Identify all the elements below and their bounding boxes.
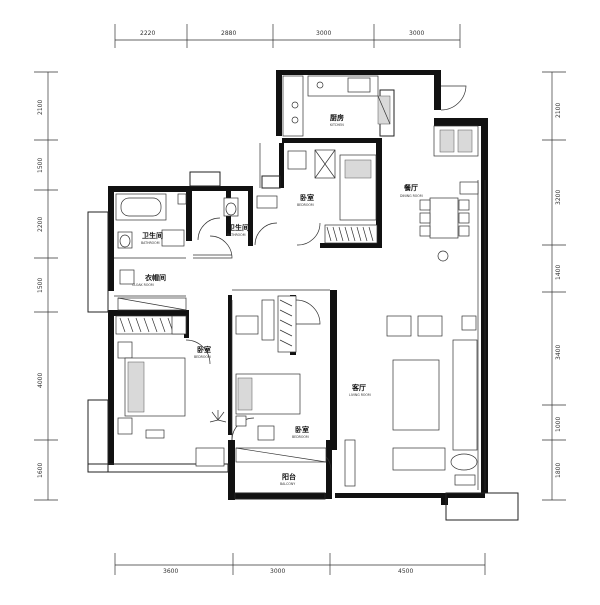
thin-walls-and-windows	[87, 89, 519, 521]
right-dim-2: 3200	[555, 190, 562, 205]
second-bath-label: 卫生间	[228, 223, 249, 232]
north-bedroom-label: 卧室	[300, 193, 314, 202]
top-dim-1: 2220	[140, 30, 155, 37]
living-room-fixtures	[195, 315, 478, 487]
bottom-dim-2: 3000	[270, 568, 285, 575]
second-bath-sublabel: BATHROOM	[227, 233, 246, 237]
living-sublabel: LIVING ROOM	[349, 393, 371, 397]
top-dim-2: 2880	[221, 30, 236, 37]
right-dim-5: 1000	[555, 417, 562, 432]
walkin-label: 衣帽间	[145, 273, 166, 282]
left-dim-2: 1500	[37, 158, 44, 173]
kitchen-fixtures	[282, 75, 391, 137]
room-labels: 厨房 KITCHEN 餐厅 DINING ROOM 卧室 BEDROOM 卫生间…	[132, 113, 423, 486]
balcony-sublabel: BALCONY	[280, 482, 295, 486]
top-dim-4: 3000	[409, 30, 424, 37]
main-bath-sublabel: BATHROOM	[141, 241, 160, 245]
main-bath-label: 卫生间	[142, 231, 163, 240]
master-bedroom-sublabel: BEDROOM	[194, 355, 211, 359]
living-label: 客厅	[351, 383, 366, 392]
north-bedroom-fixtures	[287, 149, 378, 244]
master-bedroom-fixtures	[115, 315, 227, 439]
second-bedroom-fixtures	[235, 295, 327, 463]
right-dim-6: 1800	[555, 463, 562, 478]
left-dim-3: 2200	[37, 217, 44, 232]
left-dim-5: 4000	[37, 373, 44, 388]
left-dim-1: 2100	[37, 100, 44, 115]
kitchen-label: 厨房	[330, 113, 344, 122]
bottom-dimension-chain: 3600 3000 4500	[114, 553, 486, 575]
master-bedroom-label: 卧室	[197, 345, 211, 354]
top-dimension-chain: 2220 2880 3000 3000	[114, 24, 461, 48]
right-dim-1: 2100	[555, 103, 562, 118]
right-dim-4: 3400	[555, 345, 562, 360]
walkin-sublabel: CLOAK ROOM	[132, 283, 154, 287]
door-swings	[185, 85, 467, 471]
bottom-dim-1: 3600	[163, 568, 178, 575]
balcony-label: 阳台	[282, 472, 296, 481]
second-bedroom-sublabel: BEDROOM	[292, 435, 309, 439]
main-bath-fixtures	[115, 193, 187, 311]
left-dimension-chain: 2100 1500 2200 1500 4000 1600	[34, 71, 58, 501]
left-dim-6: 1600	[37, 463, 44, 478]
right-dimension-chain: 2100 3200 1400 3400 1000 1800	[542, 71, 566, 501]
second-bath-fixtures	[223, 195, 278, 217]
kitchen-sublabel: KITCHEN	[330, 123, 344, 127]
right-dim-3: 1400	[555, 265, 562, 280]
walls	[108, 70, 488, 505]
left-dim-4: 1500	[37, 278, 44, 293]
dining-sublabel: DINING ROOM	[400, 194, 423, 198]
north-bedroom-sublabel: BEDROOM	[297, 203, 314, 207]
bottom-dim-3: 4500	[398, 568, 413, 575]
second-bedroom-label: 卧室	[295, 425, 309, 434]
dining-fixtures	[419, 125, 479, 262]
dining-label: 餐厅	[403, 183, 418, 192]
top-dim-3: 3000	[316, 30, 331, 37]
